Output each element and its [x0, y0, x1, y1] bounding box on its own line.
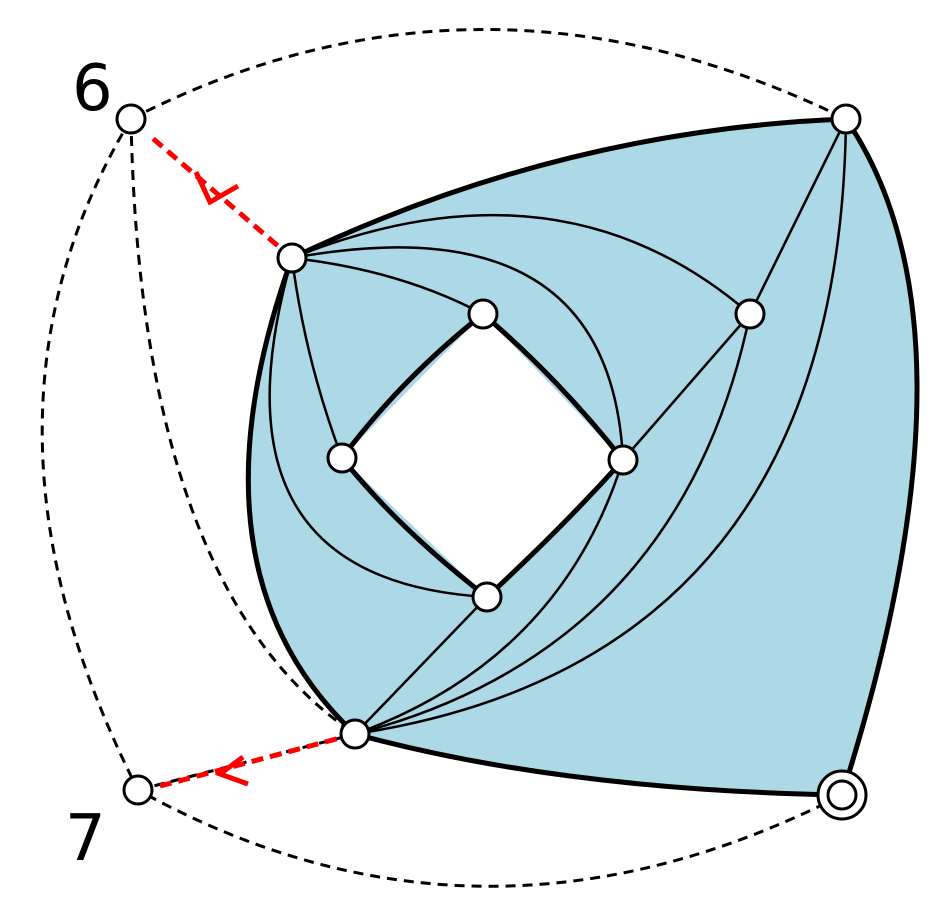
vertex-hole-left — [326, 442, 358, 474]
vertex-hole-bottom — [471, 581, 503, 613]
dashed-edge-6-bottom — [129, 118, 356, 736]
edge-left-hole-bottom — [268, 257, 488, 599]
edge-left-hole-left — [290, 257, 344, 459]
vertex-6 — [115, 103, 147, 135]
edge-bottom-hole-bottom — [354, 596, 488, 735]
dashed-edge-7-bottom — [137, 732, 356, 792]
edge-midright-hole-right — [622, 313, 751, 461]
edge-bottom-midright — [354, 313, 752, 736]
edge-bottom-topright — [354, 118, 848, 736]
region-boundary — [245, 116, 920, 798]
red-arrows — [148, 134, 356, 789]
vertex-mid-right — [734, 298, 766, 330]
vertex-7 — [122, 774, 154, 806]
vertex-hole-top — [467, 298, 499, 330]
interior-edges — [268, 118, 848, 736]
vertex-left — [276, 242, 308, 274]
edge-left-hole-right — [291, 246, 625, 461]
vertex-bottom-right — [826, 779, 858, 811]
arrowheads — [193, 170, 249, 787]
arrow-to-6 — [148, 134, 294, 260]
edge-bottom-hole-right — [354, 459, 625, 736]
edge-topright-midright — [748, 118, 848, 315]
vertex-bottom — [339, 718, 371, 750]
vertices — [115, 103, 868, 821]
arrowhead-7 — [214, 754, 249, 787]
arrow-to-7 — [159, 731, 356, 789]
label-7: 7 — [65, 802, 106, 876]
arrowhead-6 — [193, 170, 240, 206]
vertex-hole-right — [607, 444, 639, 476]
label-6: 6 — [72, 52, 113, 126]
vertex-top-right — [830, 103, 862, 135]
edge-left-midright — [291, 213, 751, 315]
edge-left-hole-top — [291, 256, 484, 316]
shaded-region — [248, 119, 918, 795]
